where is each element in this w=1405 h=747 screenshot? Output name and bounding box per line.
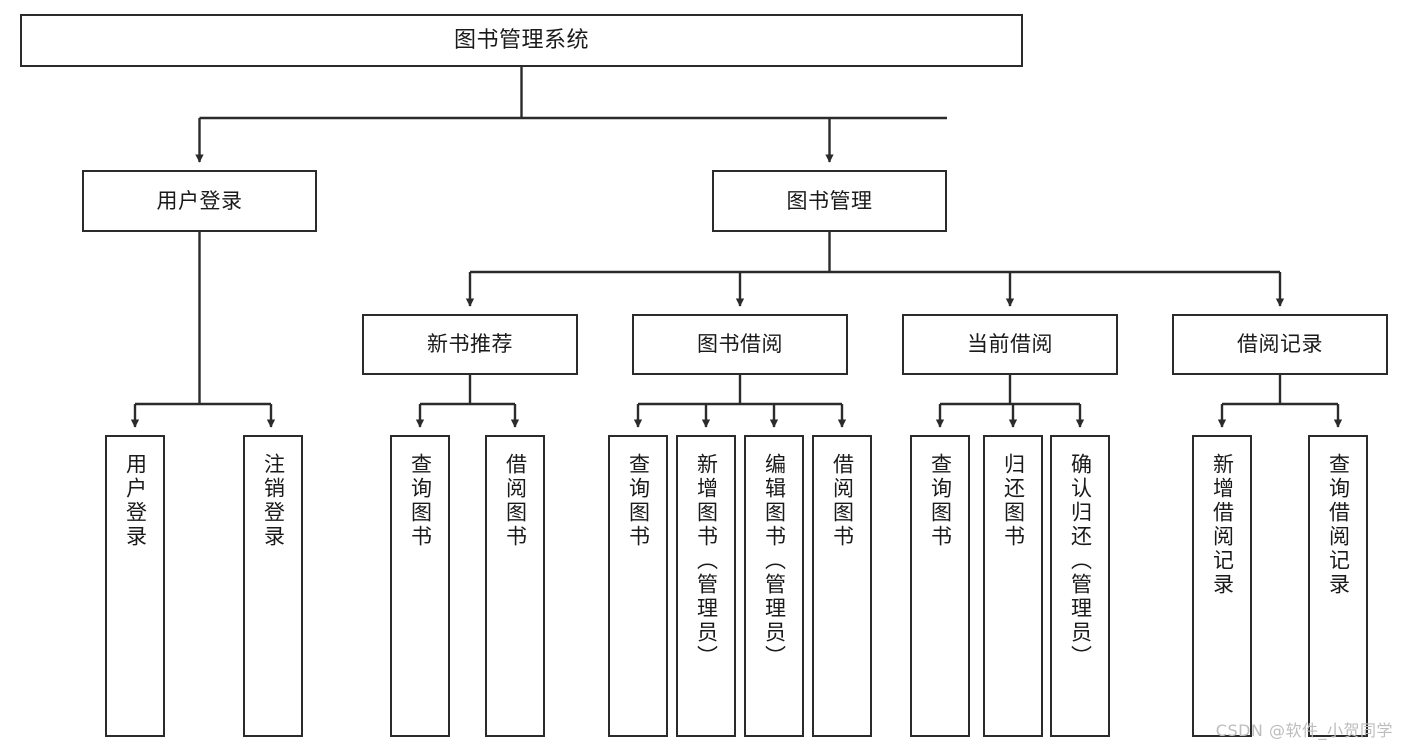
leaf-query-borrow-record[interactable]: 查询借阅记录 — [1308, 435, 1368, 737]
leaf-return-book-label: 归还图书 — [1001, 453, 1026, 549]
leaf-query-book-recommend-label: 查询图书 — [408, 453, 433, 549]
node-new-book-recommend-label: 新书推荐 — [427, 332, 513, 357]
node-new-book-recommend[interactable]: 新书推荐 — [362, 314, 578, 375]
node-book-manage[interactable]: 图书管理 — [712, 170, 947, 232]
csdn-watermark: CSDN @软件_小贺同学 — [1215, 721, 1393, 740]
leaf-query-book-current[interactable]: 查询图书 — [910, 435, 970, 737]
leaf-borrow-book[interactable]: 借阅图书 — [812, 435, 872, 737]
leaf-query-book-recommend[interactable]: 查询图书 — [390, 435, 450, 737]
leaf-query-book-current-label: 查询图书 — [928, 453, 953, 549]
leaf-user-login-label: 用户登录 — [123, 453, 148, 549]
leaf-borrow-book-recommend[interactable]: 借阅图书 — [485, 435, 545, 737]
leaf-borrow-book-recommend-label: 借阅图书 — [503, 453, 528, 549]
leaf-user-login[interactable]: 用户登录 — [105, 435, 165, 737]
node-borrow-record-label: 借阅记录 — [1237, 332, 1323, 357]
leaf-add-book-label: 新增图书（管理员） — [694, 453, 719, 669]
node-user-login-label: 用户登录 — [156, 188, 243, 213]
leaf-confirm-return-label: 确认归还（管理员） — [1068, 453, 1093, 669]
leaf-edit-book[interactable]: 编辑图书（管理员） — [744, 435, 804, 737]
node-current-borrow-label: 当前借阅 — [967, 332, 1053, 357]
node-root-label: 图书管理系统 — [453, 27, 589, 53]
node-borrow-record[interactable]: 借阅记录 — [1172, 314, 1388, 375]
leaf-add-borrow-record[interactable]: 新增借阅记录 — [1192, 435, 1252, 737]
node-book-borrow[interactable]: 图书借阅 — [632, 314, 848, 375]
node-book-borrow-label: 图书借阅 — [697, 332, 783, 357]
node-root[interactable]: 图书管理系统 — [20, 14, 1023, 67]
leaf-add-book[interactable]: 新增图书（管理员） — [676, 435, 736, 737]
node-user-login[interactable]: 用户登录 — [82, 170, 317, 232]
leaf-edit-book-label: 编辑图书（管理员） — [762, 453, 787, 669]
leaf-add-borrow-record-label: 新增借阅记录 — [1210, 453, 1235, 597]
leaf-borrow-book-label: 借阅图书 — [830, 453, 855, 549]
leaf-user-logout[interactable]: 注销登录 — [243, 435, 303, 737]
leaf-query-borrow-record-label: 查询借阅记录 — [1326, 453, 1351, 597]
leaf-return-book[interactable]: 归还图书 — [983, 435, 1043, 737]
node-current-borrow[interactable]: 当前借阅 — [902, 314, 1118, 375]
leaf-query-book-borrow[interactable]: 查询图书 — [608, 435, 668, 737]
node-book-manage-label: 图书管理 — [786, 188, 873, 213]
leaf-query-book-borrow-label: 查询图书 — [626, 453, 651, 549]
leaf-confirm-return[interactable]: 确认归还（管理员） — [1050, 435, 1110, 737]
leaf-user-logout-label: 注销登录 — [261, 453, 286, 549]
